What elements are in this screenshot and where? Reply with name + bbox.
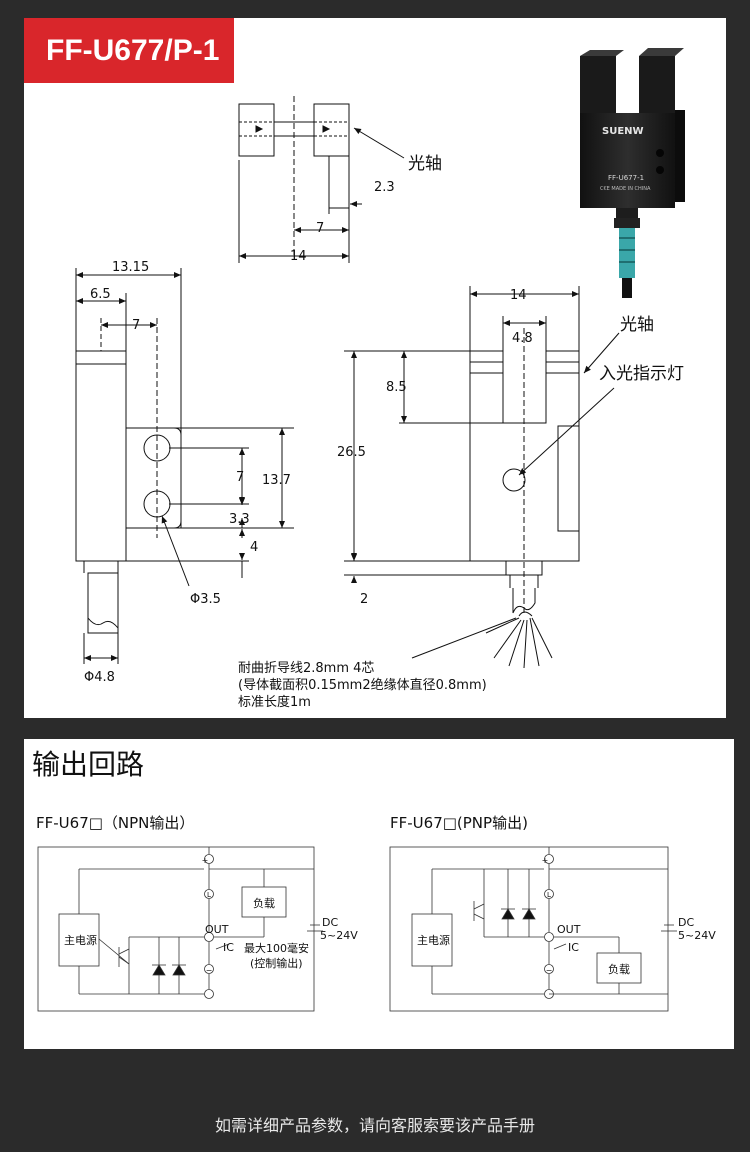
dim-14-top: 14 xyxy=(290,249,307,264)
dim-7-side: 7 xyxy=(132,318,140,333)
dim-2: 2 xyxy=(360,592,368,607)
pnp-main-power: 主电源 xyxy=(417,933,450,947)
dimension-drawing-panel: FF-U677/P-1 xyxy=(24,18,726,718)
label-optical-axis-top: 光轴 xyxy=(408,154,442,174)
dim-3-3: 3.3 xyxy=(229,512,250,527)
npn-l-terminal: L xyxy=(207,891,211,899)
npn-minus-terminal: − xyxy=(206,966,213,975)
npn-main-power: 主电源 xyxy=(64,933,97,947)
side-view xyxy=(75,268,294,664)
dim-13-7: 13.7 xyxy=(262,473,291,488)
dim-4: 4 xyxy=(250,540,258,555)
label-indicator-light: 入光指示灯 xyxy=(599,364,684,384)
pnp-dc: DC xyxy=(678,916,694,929)
npn-load: 负载 xyxy=(253,896,275,910)
dim-7-top: 7 xyxy=(316,221,324,236)
dim-4-8: 4.8 xyxy=(512,331,533,346)
dim-13-15: 13.15 xyxy=(112,260,149,275)
pnp-ic: IC xyxy=(568,941,579,954)
npn-circuit xyxy=(37,846,323,1012)
model-title-tag: FF-U677/P-1 xyxy=(24,18,234,83)
top-view xyxy=(238,96,405,263)
pnp-circuit xyxy=(389,846,677,1012)
npn-control-output: (控制输出) xyxy=(250,956,303,970)
cable-spec-line2: (导体截面积0.15mm2绝缘体直径0.8mm) xyxy=(238,677,487,693)
npn-out: OUT xyxy=(205,923,229,936)
dim-7-hole: 7 xyxy=(236,470,244,485)
dim-phi-3-5: Φ3.5 xyxy=(190,592,221,607)
section-title-output-circuit: 输出回路 xyxy=(32,748,145,781)
pnp-plus-terminal: + xyxy=(542,856,549,865)
npn-max-current: 最大100毫安 xyxy=(244,941,309,955)
pnp-voltage: 5~24V xyxy=(678,929,716,942)
output-circuit-panel: 输出回路 FF-U67□（NPN输出） xyxy=(24,739,734,1049)
npn-voltage: 5~24V xyxy=(320,929,358,942)
photo-brand: SUENW xyxy=(602,126,644,137)
photo-marks: C€E MADE IN CHINA xyxy=(600,186,651,192)
output-circuit-diagrams: FF-U67□（NPN输出） xyxy=(36,814,716,1012)
label-optical-axis-front: 光轴 xyxy=(620,315,654,335)
cable-spec-line3: 标准长度1m xyxy=(238,694,311,710)
pnp-l-terminal: L xyxy=(547,891,551,899)
npn-ic: IC xyxy=(223,941,234,954)
pnp-out: OUT xyxy=(557,923,581,936)
npn-plus-terminal: + xyxy=(202,856,209,865)
photo-model: FF-U677-1 xyxy=(608,174,644,182)
dim-26-5: 26.5 xyxy=(337,445,366,460)
pnp-title: FF-U67□(PNP输出) xyxy=(390,814,528,832)
dimension-drawing: 2.3 7 14 光轴 xyxy=(75,48,685,710)
dim-2-3: 2.3 xyxy=(374,180,395,195)
npn-title: FF-U67□（NPN输出） xyxy=(36,814,194,832)
pnp-load: 负载 xyxy=(608,962,630,976)
dim-phi-4-8: Φ4.8 xyxy=(84,670,115,685)
pnp-minus-terminal: − xyxy=(546,966,553,975)
npn-dc: DC xyxy=(322,916,338,929)
dim-6-5: 6.5 xyxy=(90,287,111,302)
dim-8-5: 8.5 xyxy=(386,380,407,395)
product-photo: SUENW FF-U677-1 C€E MADE IN CHINA xyxy=(580,48,685,298)
front-view xyxy=(344,286,620,669)
dim-14-front: 14 xyxy=(510,288,527,303)
footer-note: 如需详细产品参数，请向客服索要该产品手册 xyxy=(214,1116,535,1135)
cable-spec-line1: 耐曲折导线2.8mm 4芯 xyxy=(238,661,374,676)
